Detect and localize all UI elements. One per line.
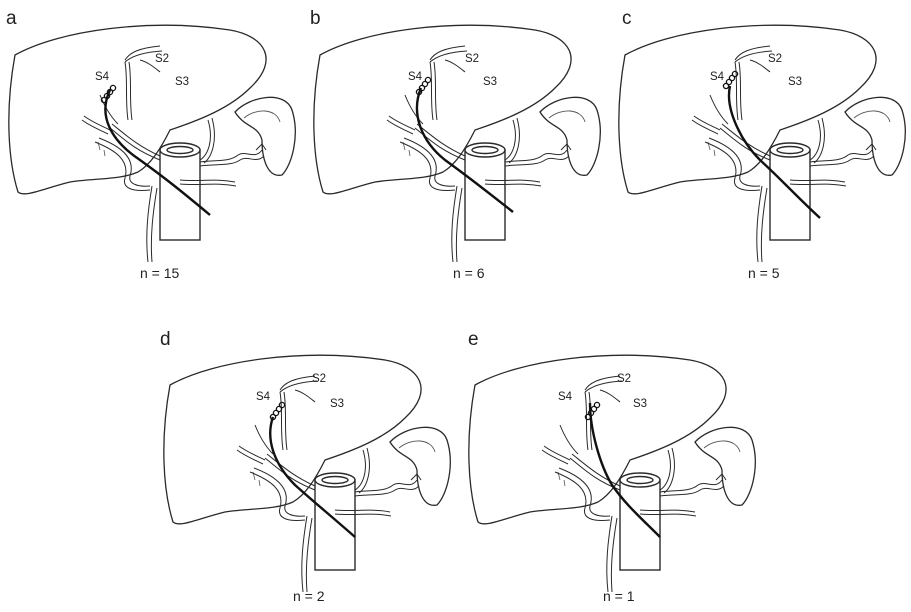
coil-icon (723, 71, 737, 88)
segment-label: S3 (633, 398, 647, 410)
segment-label: S4 (558, 391, 573, 403)
liver-drawing (469, 355, 755, 592)
liver-drawing (619, 25, 905, 262)
segment-label: S3 (175, 76, 189, 88)
panel-c: c S4 S2 S3 n = 5 (619, 8, 905, 281)
count-label: n = 1 (603, 588, 635, 604)
segment-label: S3 (788, 76, 802, 88)
segment-label: S2 (155, 53, 169, 65)
count-label: n = 15 (140, 265, 180, 281)
segment-label: S2 (768, 53, 782, 65)
segment-label: S2 (465, 53, 479, 65)
count-label: n = 6 (453, 265, 485, 281)
liver-drawing (314, 25, 600, 262)
panel-letter-a: a (6, 8, 17, 29)
panel-a: a S4 S2 S3 n = 15 (6, 8, 295, 281)
segment-label: S4 (710, 71, 725, 83)
segment-label: S4 (408, 71, 423, 83)
panel-d: d S4 S2 S3 n = 2 (160, 329, 450, 604)
panel-letter-c: c (622, 8, 632, 29)
count-label: n = 2 (293, 588, 325, 604)
coil-icon (585, 402, 599, 419)
panel-letter-e: e (468, 329, 479, 350)
panel-letter-b: b (310, 8, 321, 29)
segment-label: S4 (256, 391, 271, 403)
panel-letter-d: d (160, 329, 171, 350)
liver-drawing (9, 25, 295, 262)
liver-drawing (164, 355, 450, 592)
segment-label: S3 (483, 76, 497, 88)
panel-b: b S4 S2 S3 n = 6 (310, 8, 600, 281)
count-label: n = 5 (748, 265, 780, 281)
segment-label: S2 (312, 373, 326, 385)
panel-e: e S4 S2 S3 n = 1 (468, 329, 755, 604)
coil-icon (101, 85, 115, 102)
segment-label: S3 (330, 398, 344, 410)
segment-label: S4 (95, 71, 110, 83)
segment-label: S2 (617, 373, 631, 385)
